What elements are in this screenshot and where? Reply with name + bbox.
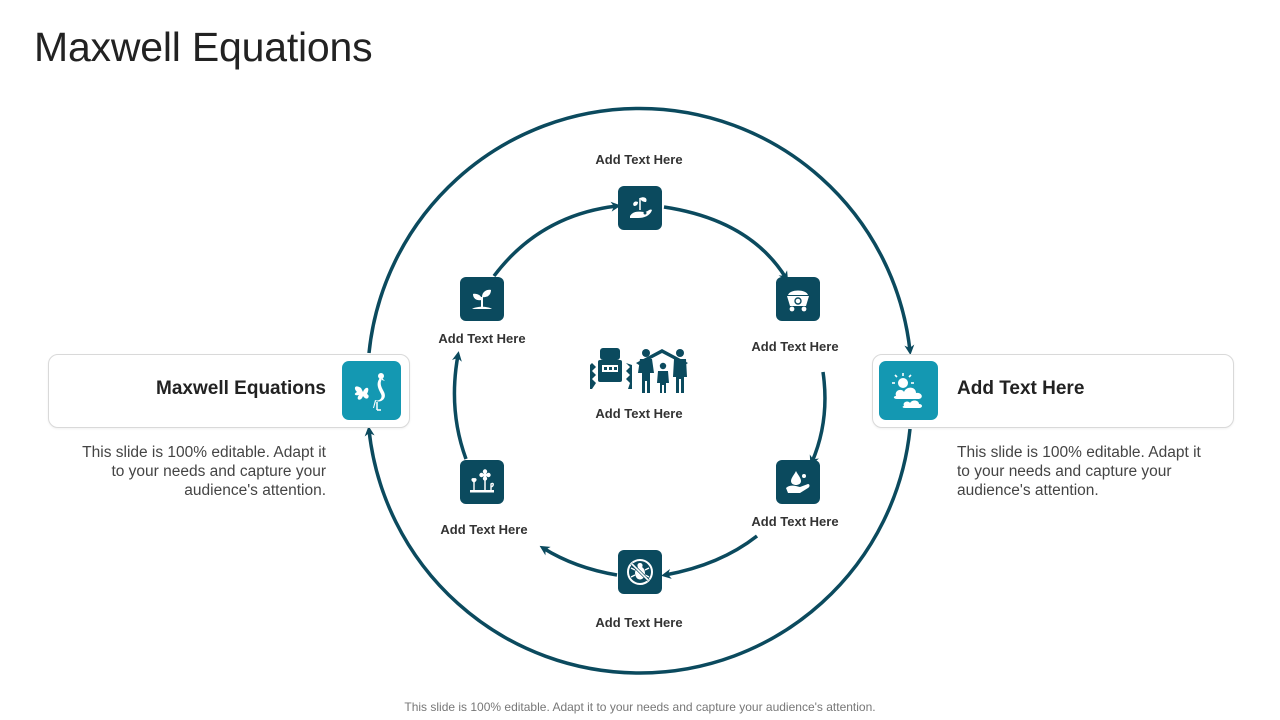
node-label-5: Add Text Here	[440, 522, 528, 537]
flower-garden-icon	[460, 460, 504, 504]
right-panel-description: This slide is 100% editable. Adapt it to…	[957, 444, 1201, 499]
left-panel-description: This slide is 100% editable. Adapt it to…	[82, 444, 326, 499]
outer-ring-bottom-arc	[364, 426, 912, 675]
node-label-2: Add Text Here	[751, 339, 839, 354]
footer-note: This slide is 100% editable. Adapt it to…	[404, 700, 876, 714]
inner-arrow-2	[809, 371, 827, 466]
inner-arrow-3	[661, 534, 759, 579]
outer-ring-top-arc	[367, 106, 915, 355]
center-label: Add Text Here	[595, 406, 683, 421]
no-bug-icon	[618, 550, 662, 594]
right-panel-title: Add Text Here	[957, 378, 1085, 399]
fertilizer-cart-icon	[776, 277, 820, 321]
node-label-3: Add Text Here	[751, 514, 839, 529]
node-label-1: Add Text Here	[595, 152, 683, 167]
inner-arrow-6	[492, 201, 621, 278]
inner-arrow-5	[452, 351, 468, 460]
node-label-4: Add Text Here	[595, 615, 683, 630]
inner-arrow-4	[539, 545, 618, 577]
page-title: Maxwell Equations	[34, 24, 373, 70]
inner-arrow-1	[663, 205, 789, 282]
sprout-icon	[460, 277, 504, 321]
node-label-6: Add Text Here	[438, 331, 526, 346]
farming-family-icon	[590, 348, 688, 393]
water-hand-icon	[776, 460, 820, 504]
plant-hand-icon	[618, 186, 662, 230]
sun-clouds-icon	[879, 361, 938, 420]
bird-butterfly-icon	[342, 361, 401, 420]
left-panel-title: Maxwell Equations	[156, 378, 326, 399]
